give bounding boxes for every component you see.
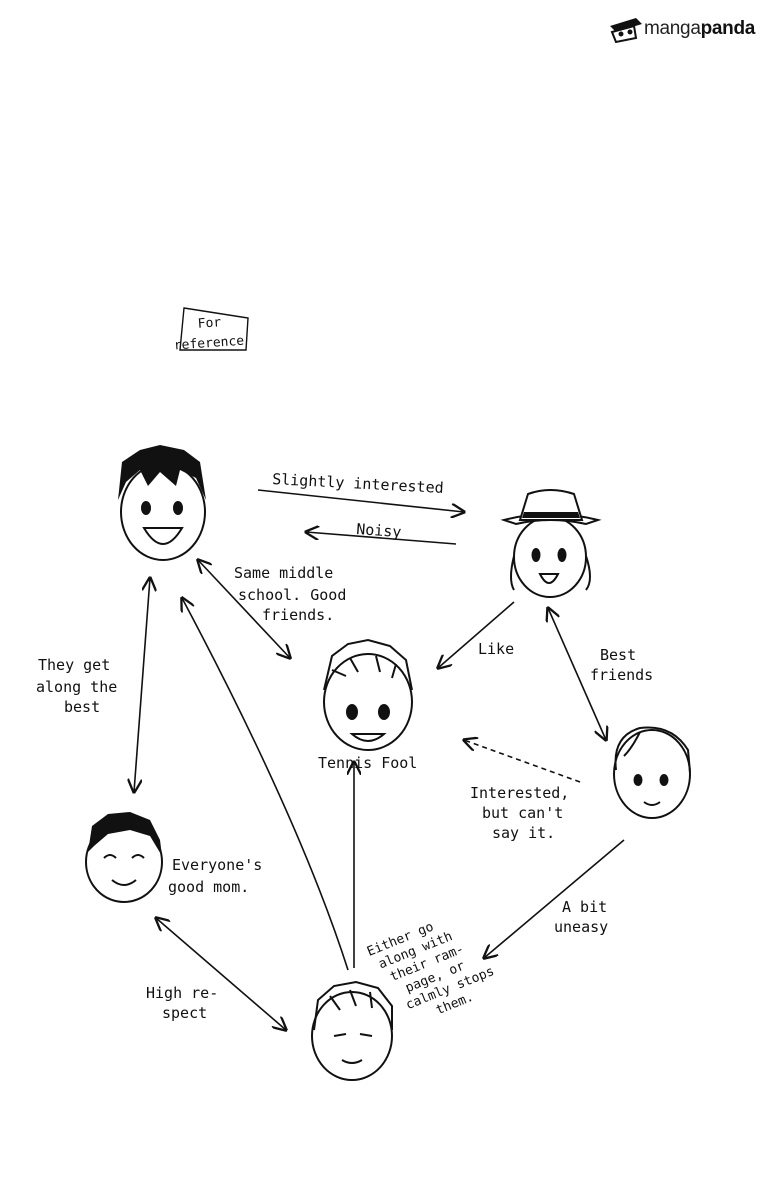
interested-line-3: say it. [492, 824, 555, 842]
arrow-like [438, 601, 515, 668]
arrow-slightly-interested [257, 489, 464, 512]
logo-panda-text: panda [700, 18, 756, 39]
label-good-mom: Everyone's good mom. [168, 856, 262, 896]
good-mom-line-1: Everyone's [172, 856, 262, 874]
label-high-respect: High re- spect [146, 984, 218, 1022]
label-like: Like [478, 640, 514, 658]
good-mom-line-2: good mom. [168, 878, 249, 896]
panda-logo-icon [610, 18, 642, 44]
arrow-same-school [198, 560, 290, 658]
note-line-1: For [197, 315, 222, 332]
arrow-interested [464, 740, 581, 783]
note-line-2: reference [173, 334, 244, 354]
interested-line-1: Interested, [470, 784, 569, 802]
character-mom [85, 812, 163, 903]
label-best-friends: Best friends [590, 646, 653, 684]
get-along-line-2: along the [36, 678, 117, 696]
label-noisy: Noisy [356, 520, 402, 541]
character-bottom-boy [311, 980, 393, 1081]
high-respect-line-2: spect [162, 1004, 207, 1022]
arrow-noisy [306, 532, 457, 545]
character-short-hair-girl [613, 726, 691, 819]
arrow-to-top-left [182, 598, 349, 971]
same-school-line-1: Same middle [234, 564, 333, 582]
for-reference-note: For reference [173, 307, 249, 354]
arrow-best-friends [548, 608, 606, 740]
best-friends-line-1: Best [600, 646, 636, 664]
logo-manga-text: manga [644, 18, 701, 39]
logo-wordmark: mangapanda [644, 18, 755, 40]
uneasy-line-1: A bit [562, 898, 607, 916]
interested-line-2: but can't [482, 804, 563, 822]
get-along-line-3: best [64, 698, 100, 716]
label-a-bit-uneasy: A bit uneasy [554, 898, 608, 936]
same-school-line-3: friends. [262, 606, 334, 624]
arrow-get-along [134, 578, 150, 792]
site-logo: mangapanda [606, 12, 780, 44]
label-interested: Interested, but can't say it. [470, 784, 569, 842]
character-top-left [118, 445, 206, 561]
arrow-high-respect [156, 918, 286, 1030]
character-tennis-fool [323, 638, 413, 751]
label-slightly-interested: Slightly interested [272, 470, 444, 497]
label-get-along: They get along the best [36, 656, 117, 716]
arrow-a-bit-uneasy [484, 839, 625, 958]
uneasy-line-2: uneasy [554, 918, 608, 936]
label-tennis-fool: Tennis Fool [318, 754, 417, 772]
character-girl-hat [500, 489, 602, 598]
get-along-line-1: They get [38, 656, 110, 674]
best-friends-line-2: friends [590, 666, 653, 684]
same-school-line-2: school. Good [238, 586, 346, 604]
label-same-school: Same middle school. Good friends. [234, 564, 346, 624]
high-respect-line-1: High re- [146, 984, 218, 1002]
